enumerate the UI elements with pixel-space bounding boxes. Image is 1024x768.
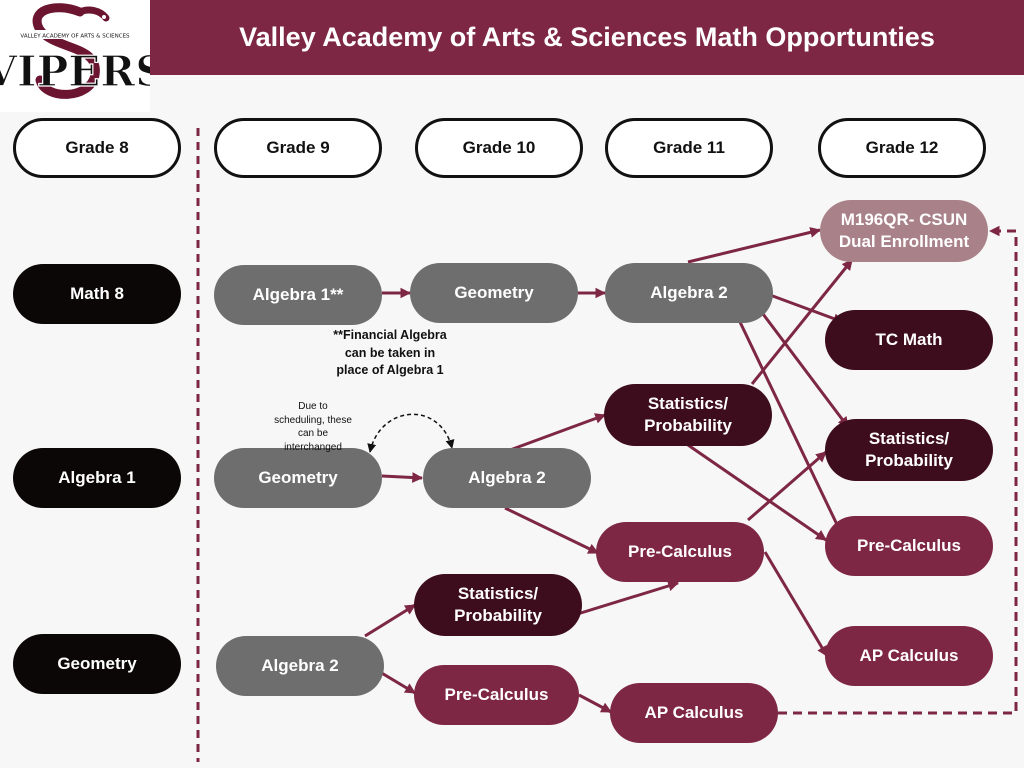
g9-algebra-2: Algebra 2 bbox=[216, 636, 384, 696]
arrow-stats11-to-precalc12 bbox=[687, 443, 827, 542]
scheduling-note: Due to scheduling, these can be intercha… bbox=[274, 401, 352, 453]
grade-12-header: Grade 12 bbox=[818, 118, 986, 178]
grade-11-header: Grade 11 bbox=[605, 118, 773, 178]
arrow-alg2-to-stats12 bbox=[758, 309, 850, 428]
g10-geometry: Geometry bbox=[410, 263, 578, 323]
g10-statistics-probability: Statistics/ Probability bbox=[414, 574, 582, 636]
arrow-precalc10-to-apcalc11 bbox=[578, 693, 612, 714]
g12-pre-calculus: Pre-Calculus bbox=[825, 516, 993, 576]
interchange-arrow bbox=[367, 413, 455, 453]
arrow-alg2-to-precalc10 bbox=[379, 670, 416, 695]
grade-9-header: Grade 9 bbox=[214, 118, 382, 178]
start-geometry: Geometry bbox=[13, 634, 181, 694]
arrow-stats11-to-csun bbox=[750, 259, 854, 385]
start-math-8: Math 8 bbox=[13, 264, 181, 324]
financial-algebra-note: **Financial Algebra can be taken in plac… bbox=[333, 328, 447, 377]
g12-tc-math: TC Math bbox=[825, 310, 993, 370]
svg-text:VALLEY ACADEMY OF ARTS & SCIEN: VALLEY ACADEMY OF ARTS & SCIENCES bbox=[20, 34, 130, 40]
arrow-alg2-to-tcmath bbox=[769, 293, 845, 324]
arrow-alg2-to-csun bbox=[687, 227, 822, 264]
g11-ap-calculus: AP Calculus bbox=[610, 683, 778, 743]
arrow-precalc11-to-apcalc12 bbox=[763, 551, 829, 657]
arrow-alg2-to-precalc11 bbox=[504, 506, 599, 555]
g11-pre-calculus: Pre-Calculus bbox=[596, 522, 764, 582]
school-logo: VALLEY ACADEMY OF ARTS & SCIENCES VIPERS bbox=[0, 0, 166, 112]
arrow-alg2-to-stats11 bbox=[509, 413, 607, 452]
arrow-alg2-to-precalc12 bbox=[738, 321, 844, 536]
g9-geometry: Geometry bbox=[214, 448, 382, 508]
g11-statistics-probability: Statistics/ Probability bbox=[604, 384, 772, 446]
g12-csun-dual-enrollment: M196QR- CSUN Dual Enrollment bbox=[820, 200, 988, 262]
start-algebra-1: Algebra 1 bbox=[13, 448, 181, 508]
grade-8-header: Grade 8 bbox=[13, 118, 181, 178]
g12-ap-calculus: AP Calculus bbox=[825, 626, 993, 686]
g10-pre-calculus: Pre-Calculus bbox=[414, 665, 579, 725]
g11-algebra-2: Algebra 2 bbox=[605, 263, 773, 323]
grade-10-header: Grade 10 bbox=[415, 118, 583, 178]
arrow-geometry-to-alg2-r2 bbox=[381, 472, 424, 483]
page-title: Valley Academy of Arts & Sciences Math O… bbox=[150, 0, 1024, 75]
vipers-logo-icon: VALLEY ACADEMY OF ARTS & SCIENCES VIPERS bbox=[0, 3, 166, 99]
svg-text:VIPERS: VIPERS bbox=[0, 47, 150, 96]
g10-algebra-2: Algebra 2 bbox=[423, 448, 591, 508]
arrow-alg2-to-stats10 bbox=[364, 603, 416, 638]
g9-algebra-1: Algebra 1** bbox=[214, 265, 382, 325]
g12-statistics-probability: Statistics/ Probability bbox=[825, 419, 993, 481]
arrow-precalc11-to-stats12 bbox=[747, 450, 827, 522]
